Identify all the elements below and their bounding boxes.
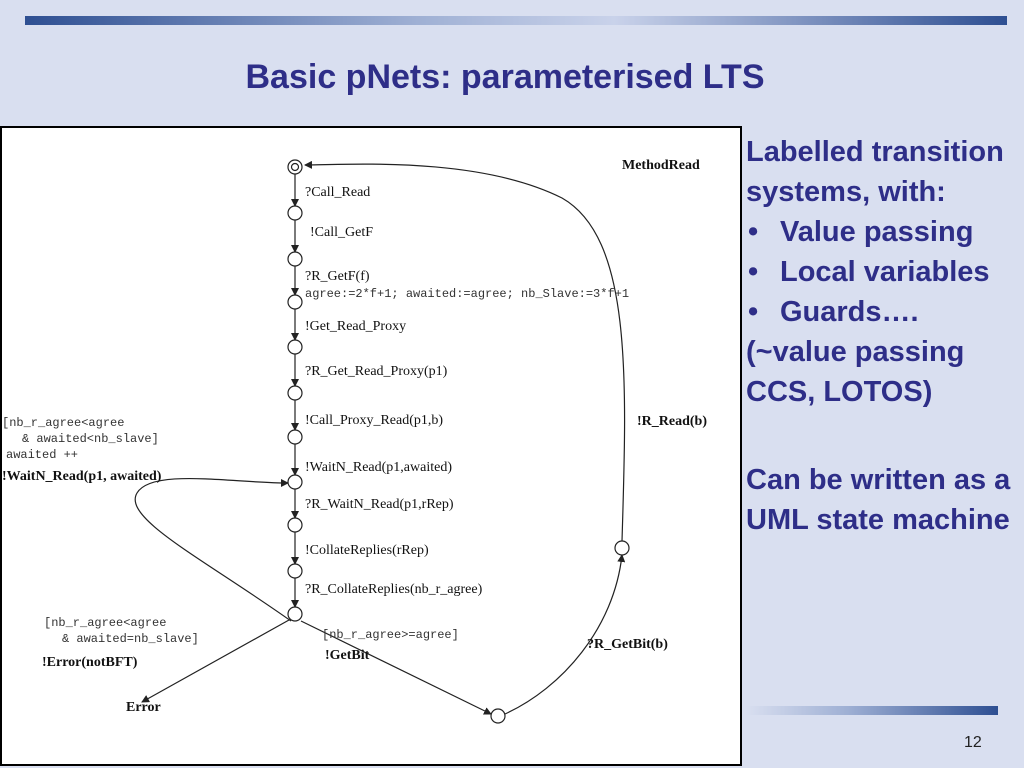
bottom-accent-bar [746,706,998,715]
label-loop-update: awaited ++ [6,448,78,462]
label-error-guard-1: [nb_r_agree<agree [44,616,166,630]
state-9 [287,563,303,579]
top-accent-bar [25,16,1007,25]
edge-error [141,619,290,703]
side-uml: Can be written as a UML state machine [746,464,1011,536]
label-r-waitn-read: ?R_WaitN_Read(p1,rRep) [305,497,454,512]
edge-r-read [304,160,626,542]
lts-diagram: MethodRead [0,126,742,766]
label-call-proxy-read: !Call_Proxy_Read(p1,b) [305,413,443,428]
label-error-action: !Error(notBFT) [42,655,138,670]
side-note: (~value passing CCS, LOTOS) [746,336,965,408]
edge-getbit [300,620,492,715]
label-r-read: !R_Read(b) [637,414,707,429]
label-get-read-proxy: !Get_Read_Proxy [305,319,406,334]
state-r-getbit [614,540,630,556]
bullet-icon: • [748,296,759,328]
state-8 [287,517,303,533]
label-loop-guard-1: [nb_r_agree<agree [2,416,124,430]
state-initial-inner [290,162,300,172]
bullet-item: • Local variables [746,252,1016,292]
label-loop-guard-2: & awaited<nb_slave] [22,432,159,446]
state-1 [287,205,303,221]
label-collate-replies: !CollateReplies(rRep) [305,543,429,558]
label-r-getbit: ?R_GetBit(b) [587,637,668,652]
lts-svg: MethodRead [2,158,707,724]
edge-r-getbit [504,554,626,715]
label-getbit-guard: [nb_r_agree>=agree] [322,628,459,642]
bullet-label: Value passing [780,216,974,248]
label-waitn-read: !WaitN_Read(p1,awaited) [305,460,452,475]
label-r-getf-assign: agree:=2*f+1; awaited:=agree; nb_Slave:=… [305,287,629,301]
label-call-read: ?Call_Read [305,185,370,200]
label-getbit-action: !GetBit [325,648,370,663]
state-10 [287,606,303,622]
bullet-icon: • [748,256,759,288]
bullet-item: • Guards…. [746,292,1016,332]
label-loop-action: !WaitN_Read(p1, awaited) [2,469,162,484]
edge-loop-waitn [134,477,292,622]
state-4 [287,339,303,355]
lts-name: MethodRead [622,158,700,173]
bullet-label: Local variables [780,256,990,288]
spacer [746,412,1016,460]
slide-title: Basic pNets: parameterised LTS [245,58,765,96]
label-r-collate-replies: ?R_CollateReplies(nb_r_agree) [305,582,483,597]
label-call-getf: !Call_GetF [310,225,373,240]
state-3 [287,294,303,310]
state-7 [287,474,303,490]
state-2 [287,251,303,267]
side-text-panel: Labelled transition systems, with: • Val… [746,132,1016,540]
state-6 [287,429,303,445]
bullet-icon: • [748,216,759,248]
label-error-state: Error [126,700,161,715]
side-intro: Labelled transition systems, with: [746,136,1004,208]
label-r-getf: ?R_GetF(f) [305,269,370,284]
state-5 [287,385,303,401]
label-error-guard-2: & awaited=nb_slave] [62,632,199,646]
label-r-get-read-proxy: ?R_Get_Read_Proxy(p1) [305,364,448,379]
bullet-label: Guards…. [780,296,919,328]
page-number: 12 [964,734,982,751]
bullet-item: • Value passing [746,212,1016,252]
state-getbit [490,708,506,724]
